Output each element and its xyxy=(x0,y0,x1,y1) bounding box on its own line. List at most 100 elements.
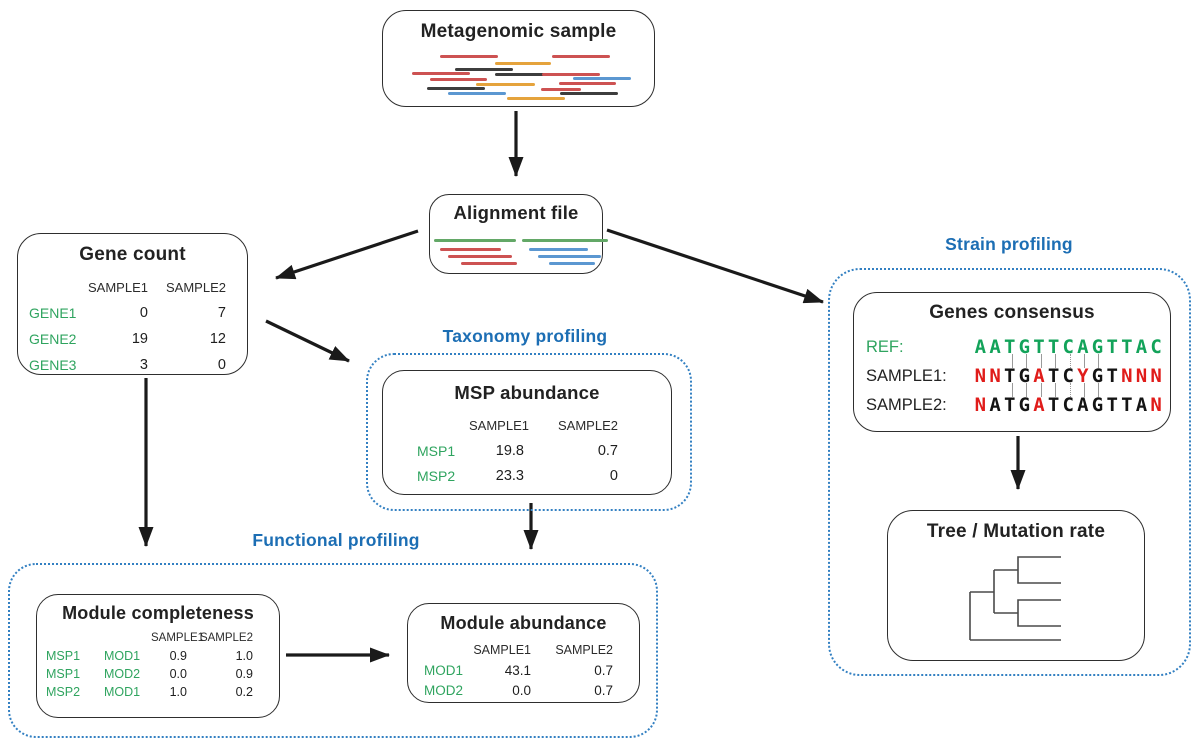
alignment-tick xyxy=(1040,383,1042,397)
table-cell: 0.9 xyxy=(235,667,253,681)
red-read-line xyxy=(430,78,487,81)
red-read-line xyxy=(541,88,581,91)
nucleotide-sequence: NNTGATCYGTNNN xyxy=(975,367,1165,386)
nucleotide: T xyxy=(1033,336,1048,358)
nucleotide: N xyxy=(1121,365,1136,387)
nucleotide: G xyxy=(1018,394,1034,416)
table-cell: 43.1 xyxy=(504,662,531,678)
nucleotide: T xyxy=(1106,365,1122,387)
red-read-line xyxy=(542,73,600,76)
nucleotide: A xyxy=(989,394,1004,416)
nucleotide: G xyxy=(1018,336,1034,358)
msp-abundance-title: MSP abundance xyxy=(454,382,600,403)
orange-read-line xyxy=(495,62,551,65)
black-read-line xyxy=(455,68,513,71)
row-label: GENE3 xyxy=(29,357,77,373)
alignment-tick xyxy=(1069,354,1071,368)
sequence-row: REF:AATGTTCAGTTAC xyxy=(866,333,1165,362)
blue-read-line xyxy=(549,262,595,265)
blue-read-line xyxy=(529,248,588,251)
genes-consensus-title: Genes consensus xyxy=(929,302,1095,323)
table-cell: 0.7 xyxy=(597,442,618,459)
red-read-line xyxy=(440,55,498,58)
arrow-genecount-to-taxonomy xyxy=(265,319,350,363)
tree-mutation-title: Tree / Mutation rate xyxy=(926,521,1106,542)
nucleotide: G xyxy=(1018,365,1034,387)
blue-read-line xyxy=(573,77,631,80)
arrow-alignment-to-genecount xyxy=(275,229,419,280)
table-cell: 1.0 xyxy=(169,685,187,699)
nucleotide: G xyxy=(1091,394,1107,416)
alignment-tick xyxy=(1040,354,1042,368)
alignment-tick xyxy=(1084,383,1085,397)
nucleotide: Y xyxy=(1077,365,1092,387)
orange-read-line xyxy=(476,83,535,86)
sequence-label: REF: xyxy=(866,338,904,356)
nucleotide: A xyxy=(1135,336,1151,358)
table-cell: 0.0 xyxy=(512,682,531,698)
table-cell: 19 xyxy=(131,331,148,347)
table-cell: 0.0 xyxy=(169,667,187,681)
sequence-label: SAMPLE2: xyxy=(866,396,947,414)
nucleotide: T xyxy=(1003,365,1019,387)
nucleotide-sequence: NATGATCAGTTAN xyxy=(975,396,1165,415)
nucleotide: C xyxy=(1062,365,1078,387)
red-read-line xyxy=(448,255,512,258)
orange-read-line xyxy=(507,97,565,100)
row-label: MOD1 xyxy=(104,685,141,699)
nucleotide: N xyxy=(1135,365,1151,387)
nucleotide: T xyxy=(1003,336,1019,358)
nucleotide: N xyxy=(989,365,1004,387)
row-label: MSP1 xyxy=(46,667,81,681)
nucleotide: N xyxy=(1150,365,1165,387)
table-cell: 23.3 xyxy=(495,467,524,484)
nucleotide: N xyxy=(974,365,990,387)
strain-profiling-label: Strain profiling xyxy=(945,234,1073,254)
red-read-line xyxy=(461,262,517,265)
table-cell: 0.2 xyxy=(235,685,253,699)
nucleotide: G xyxy=(1091,365,1107,387)
metagenomic-sample-title: Metagenomic sample xyxy=(420,21,617,42)
table-row: MSP1 19.8 0.7 xyxy=(417,438,618,463)
module-completeness-title: Module completeness xyxy=(62,603,254,623)
alignment-file-title: Alignment file xyxy=(453,202,579,223)
table-cell: 0.7 xyxy=(594,682,613,698)
nucleotide: T xyxy=(1121,394,1136,416)
nucleotide: A xyxy=(1077,394,1092,416)
row-label: MSP2 xyxy=(417,467,456,484)
table-row: MOD1 43.1 0.7 xyxy=(424,660,613,680)
row-label: MOD1 xyxy=(424,662,464,678)
sample-reads-illustration xyxy=(383,11,654,106)
nucleotide: T xyxy=(1047,365,1063,387)
nucleotide: T xyxy=(1047,336,1063,358)
table-cell: 19.8 xyxy=(495,442,524,459)
nucleotide-sequence: AATGTTCAGTTAC xyxy=(975,338,1165,357)
red-read-line xyxy=(552,55,610,58)
gene-count-title: Gene count xyxy=(79,244,186,265)
nucleotide: A xyxy=(989,336,1004,358)
blue-read-line xyxy=(448,92,506,95)
table-cell: 0.7 xyxy=(594,662,613,678)
nucleotide: A xyxy=(1033,365,1048,387)
column-header: SAMPLE1 xyxy=(473,643,531,657)
row-label: GENE1 xyxy=(29,305,77,321)
column-header: SAMPLE2 xyxy=(166,279,226,295)
row-label: MOD1 xyxy=(104,649,141,663)
arrow-alignment-to-strain xyxy=(606,228,824,304)
table-cell: 1.0 xyxy=(235,649,253,663)
black-read-line xyxy=(560,92,618,95)
sequence-row: SAMPLE2:NATGATCAGTTAN xyxy=(866,391,1165,420)
nucleotide: T xyxy=(1003,394,1019,416)
nucleotide: T xyxy=(1121,336,1136,358)
row-label: MSP1 xyxy=(417,442,456,459)
red-read-line xyxy=(440,248,501,251)
